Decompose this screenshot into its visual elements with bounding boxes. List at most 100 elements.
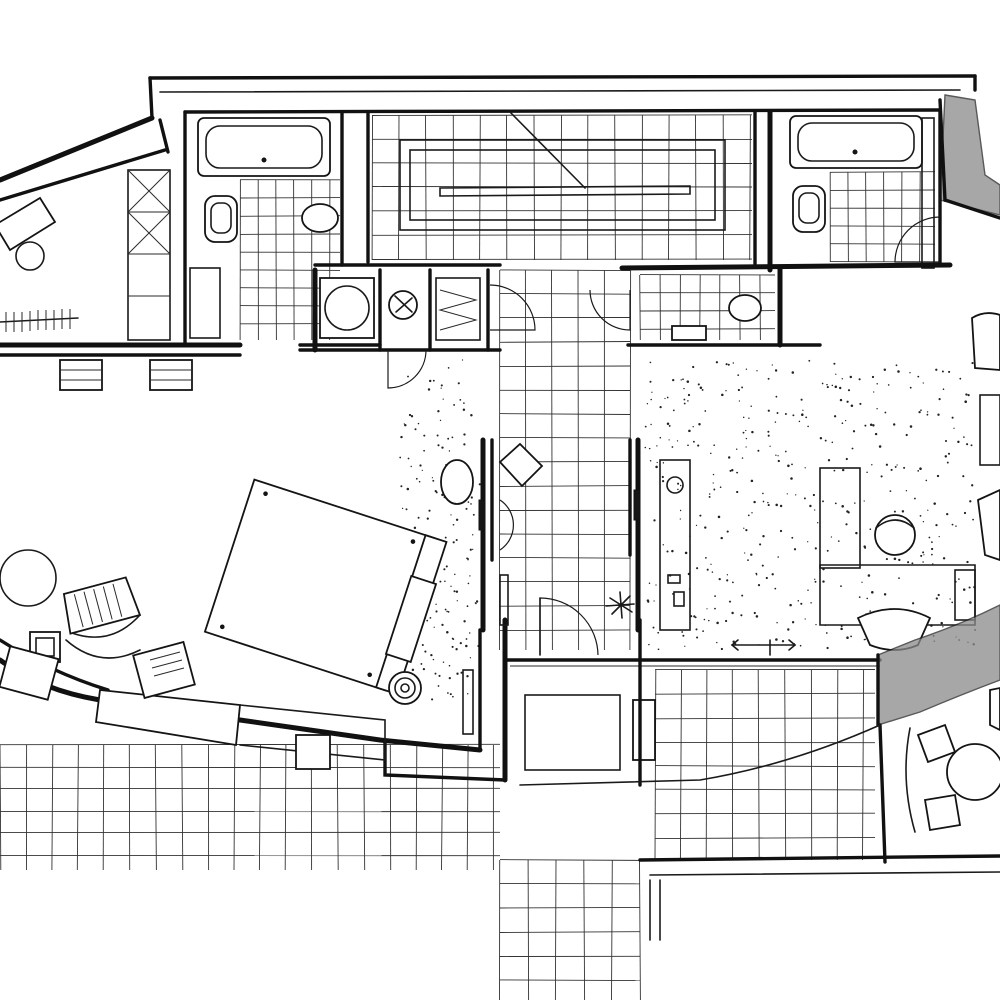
stipple-dot [715, 361, 719, 364]
stipple-dot [417, 516, 420, 519]
stipple-floor-study [644, 359, 977, 651]
stipple-dot [732, 362, 734, 364]
stipple-dot [694, 616, 697, 619]
stipple-dot [895, 364, 898, 367]
stipple-dot [424, 650, 427, 653]
stipple-dot [692, 440, 695, 443]
paving-line [499, 485, 631, 487]
paving-line [239, 269, 341, 271]
stipple-dot [450, 585, 452, 587]
paving-line [639, 859, 641, 1000]
stipple-dot [926, 413, 929, 416]
stipple-dot [682, 378, 684, 381]
stipple-dot [653, 600, 655, 602]
stipple-dot [835, 373, 837, 375]
stipple-floor-bedroom-edge [399, 359, 481, 701]
paving-line [398, 114, 400, 261]
stipple-dot [852, 430, 856, 433]
stipple-dot [801, 413, 804, 416]
stipple-dot [814, 578, 816, 580]
stipple-dot [845, 457, 848, 461]
stipple-dot [697, 444, 700, 447]
stipple-dot [808, 359, 811, 362]
stipple-dot [953, 427, 955, 429]
stipple-dot [911, 562, 914, 565]
stipple-dot [750, 479, 754, 483]
stipple-dot [469, 657, 472, 659]
stipple-dot [450, 514, 452, 516]
stipple-dot [792, 414, 795, 417]
stipple-dot [791, 371, 795, 374]
stipple-dot [920, 409, 922, 412]
stipple-dot [466, 693, 469, 695]
stipple-dot [455, 518, 459, 522]
stipple-dot [799, 644, 802, 647]
stipple-dot [920, 554, 923, 557]
wc-tiles [639, 274, 776, 341]
stipple-dot [644, 425, 647, 428]
stipple-dot [435, 603, 437, 605]
stipple-dot [465, 644, 468, 648]
stipple-dot [930, 547, 934, 551]
stipple-dot [437, 410, 440, 413]
shaded-wall-right [877, 604, 1000, 726]
stipple-dot [964, 400, 967, 403]
entry-steps-paving [499, 859, 641, 1000]
paving-line [527, 859, 530, 1000]
paving-line [499, 341, 631, 343]
study-shelf [659, 459, 691, 631]
stipple-dot [718, 577, 721, 581]
stipple-dot [455, 648, 458, 651]
stipple-dot [810, 602, 812, 604]
stipple-dot [790, 477, 793, 480]
stipple-dot [466, 605, 469, 608]
stipple-dot [726, 579, 729, 582]
paving-line [499, 533, 631, 536]
stipple-dot [439, 419, 442, 422]
stipple-dot [679, 509, 682, 512]
paving-line [654, 717, 876, 720]
stipple-dot [757, 584, 761, 587]
stipple-dot [833, 469, 836, 472]
stipple-dot [750, 553, 753, 556]
stipple-dot [926, 411, 929, 413]
stipple-dot [668, 439, 670, 441]
stipple-dot [928, 536, 931, 539]
stipple-dot [695, 628, 698, 631]
stipple-dot [441, 623, 444, 627]
paving-line [181, 744, 184, 871]
stipple-dot [834, 502, 837, 505]
chair-right-lines [149, 651, 185, 677]
stipple-dot [688, 429, 691, 433]
stipple-dot [462, 408, 466, 411]
stipple-dot [696, 567, 699, 570]
stipple-dot [706, 608, 708, 610]
stipple-dot [923, 554, 925, 556]
wc-basin [728, 294, 762, 322]
stipple-dot [777, 455, 779, 457]
stipple-dot [936, 474, 940, 478]
terrace-paving-right [654, 668, 876, 861]
stipple-dot [648, 643, 650, 646]
stipple-dot [461, 359, 464, 361]
stipple-dot [653, 519, 656, 522]
stipple-dot [714, 607, 716, 610]
stipple-dot [427, 388, 431, 391]
stipple-dot [475, 600, 479, 603]
stipple-dot [452, 695, 454, 698]
stipple-dot [821, 382, 824, 385]
stipple-dot [968, 586, 971, 589]
stipple-dot [687, 444, 689, 447]
stipple-dot [942, 557, 946, 560]
paving-line [371, 162, 753, 164]
stipple-dot [426, 619, 429, 622]
stipple-dot [672, 409, 675, 412]
stipple-dot [745, 429, 747, 432]
stipple-dot [467, 582, 470, 585]
stipple-dot [448, 676, 451, 680]
stipple-dot [933, 502, 936, 505]
stipple-dot [844, 419, 847, 422]
stipple-dot [456, 600, 458, 602]
stipple-dot [959, 377, 962, 380]
stipple-dot [741, 457, 744, 459]
